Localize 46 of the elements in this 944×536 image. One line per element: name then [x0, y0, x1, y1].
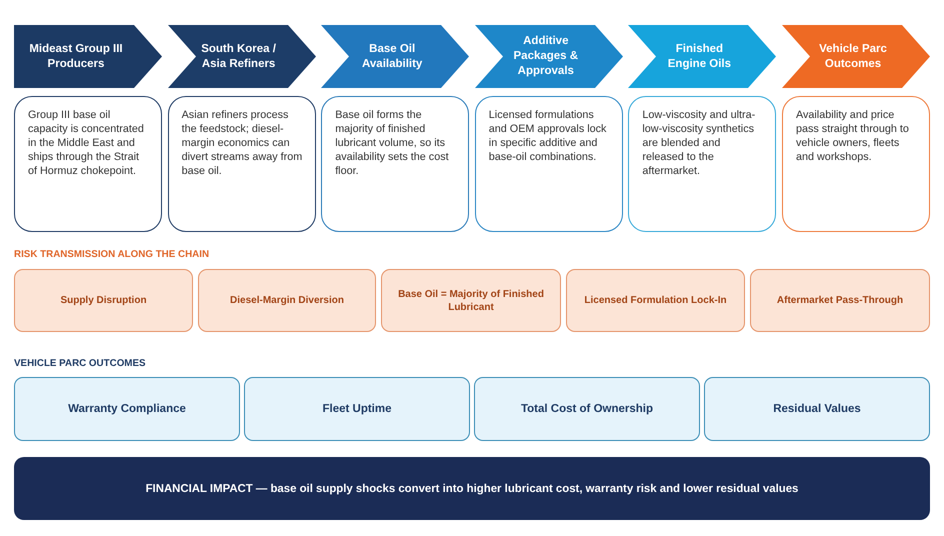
outcome-label: Residual Values [773, 402, 861, 416]
step-title: Finished Engine Oils [666, 42, 732, 72]
risk-box [750, 269, 930, 332]
step-description: Group III base oil capacity is concentrated in the Middle East and ships through the Strait of Hormuz chokepoint. [28, 108, 145, 178]
outcome-label: Warranty Compliance [68, 402, 186, 416]
step-description: Low-viscosity and ultra-low-viscosity synthetics are blended and released to the aftermarket. [642, 108, 756, 178]
chevron-step [628, 25, 776, 88]
description-card [782, 96, 930, 232]
step-title: Vehicle Parc Outcomes [818, 42, 888, 72]
outcome-box [474, 377, 700, 441]
step-title: South Korea / Asia Refiners [200, 42, 277, 72]
outcome-box [704, 377, 930, 441]
outcome-label: Total Cost of Ownership [520, 402, 654, 416]
step-description: Base oil forms the majority of finished lubricant volume, so its availability sets the cost floor. [335, 108, 450, 178]
chevron-step [14, 25, 162, 88]
description-card [628, 96, 776, 232]
outcome-box [14, 377, 240, 441]
section-heading: VEHICLE PARC OUTCOMES [14, 358, 146, 370]
step-description: Licensed formulations and OEM approvals lock in specific additive and base-oil combinations. [488, 108, 608, 164]
risk-box [381, 269, 561, 332]
description-card [14, 96, 162, 232]
risk-label: Diesel-Margin Diversion [230, 294, 344, 307]
impact-banner [14, 457, 930, 520]
chevron-step [782, 25, 930, 88]
description-card [168, 96, 316, 232]
risk-box [566, 269, 745, 332]
chevron-step [474, 25, 623, 88]
outcome-box [244, 377, 470, 441]
outcome-label: Fleet Uptime [322, 402, 392, 416]
step-title: Base Oil Availability [361, 42, 424, 72]
risk-box [198, 269, 376, 332]
risk-label: Licensed Formulation Lock-In [584, 294, 727, 307]
risk-box [14, 269, 193, 332]
step-title: Mideast Group III Producers [28, 42, 124, 72]
section-heading: RISK TRANSMISSION ALONG THE CHAIN [14, 249, 210, 261]
description-card [321, 96, 470, 232]
description-card [474, 96, 623, 232]
step-title: Additive Packages & Approvals [512, 34, 580, 79]
chevron-step [168, 25, 316, 88]
impact-text: FINANCIAL IMPACT — base oil supply shocks convert into higher lubricant cost, warranty risk and lower residual values [146, 482, 798, 496]
step-description: Availability and price pass straight through to vehicle owners, fleets and workshops. [796, 108, 910, 164]
risk-label: Base Oil = Majority of Finished Lubricant [397, 288, 545, 314]
chevron-step [321, 25, 470, 88]
risk-label: Supply Disruption [60, 294, 147, 307]
risk-label: Aftermarket Pass-Through [776, 294, 904, 307]
step-description: Asian refiners process the feedstock; diesel-margin economics can divert streams away from base oil. [182, 108, 303, 178]
